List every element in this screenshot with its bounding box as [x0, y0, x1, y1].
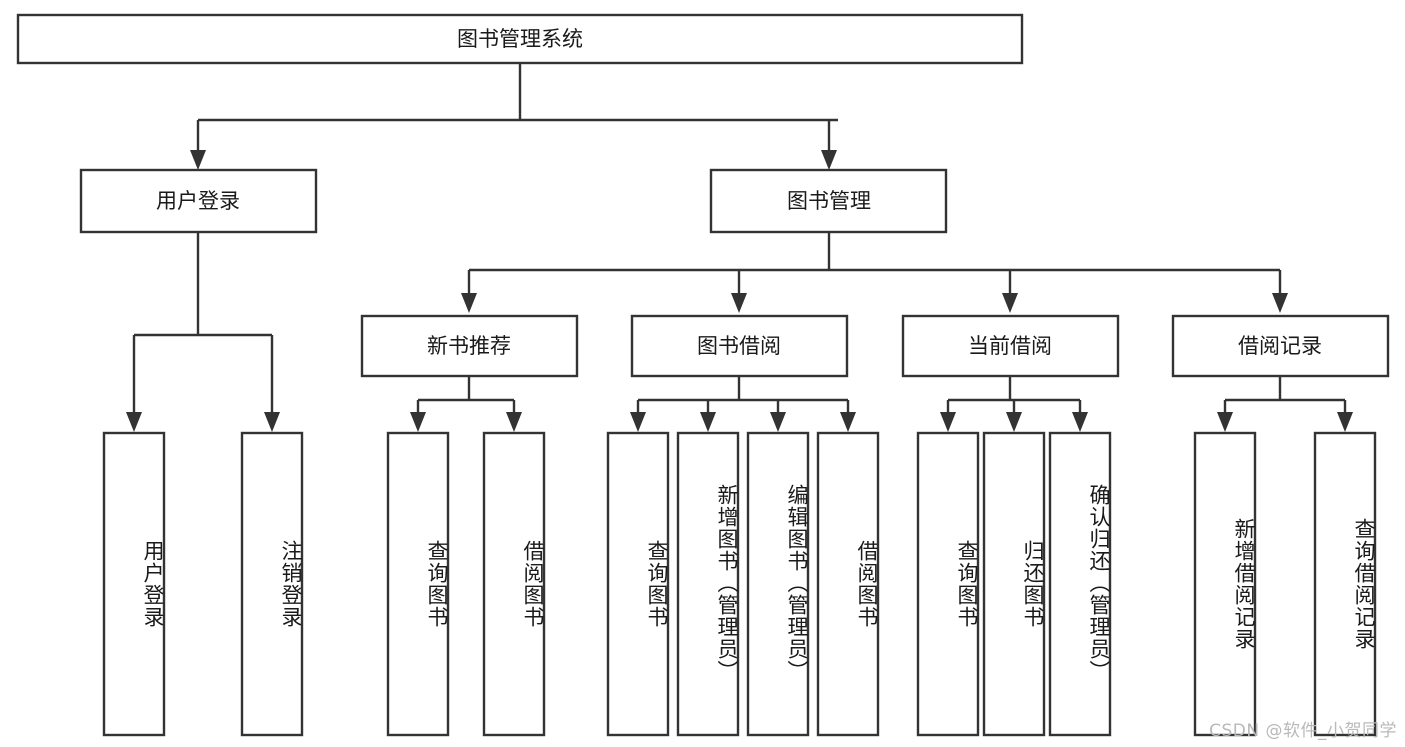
- node-user-login-label: 用户登录: [156, 189, 240, 213]
- arrow-leaf-nb-1: [410, 412, 426, 432]
- leaf-box-cb-confirm-return[interactable]: [1048, 431, 1112, 737]
- connectors-bookborrow-to-leaves: [630, 377, 856, 432]
- node-book-borrow-label: 图书借阅: [697, 334, 781, 358]
- arrow-leaf-bb-4: [840, 412, 856, 432]
- node-new-book-recommend[interactable]: [360, 314, 579, 378]
- arrow-newbook: [461, 293, 477, 313]
- arrow-leaf-cb-1: [940, 412, 956, 432]
- csdn-watermark: CSDN @软件_小贺同学: [1209, 721, 1397, 741]
- leaf-box-nb-query-book[interactable]: [386, 431, 450, 737]
- arrow-leaf-rec-1: [1217, 412, 1233, 432]
- node-new-book-recommend-label: 新书推荐: [427, 334, 511, 358]
- connectors-userlogin-to-leaves: [126, 232, 280, 432]
- node-user-login[interactable]: [79, 168, 318, 234]
- leaf-box-cb-query-book[interactable]: [916, 431, 980, 737]
- arrow-leaf-nb-2: [506, 412, 522, 432]
- leaf-box-nb-borrow-book[interactable]: [482, 431, 546, 737]
- node-current-borrow[interactable]: [901, 314, 1120, 378]
- connectors-records-to-leaves: [1217, 377, 1353, 432]
- node-borrow-records-label: 借阅记录: [1238, 334, 1322, 358]
- node-current-borrow-label: 当前借阅: [968, 334, 1052, 358]
- arrow-leaf-rec-2: [1337, 412, 1353, 432]
- node-root-label: 图书管理系统: [457, 27, 583, 51]
- arrow-leaf-cb-2: [1006, 412, 1022, 432]
- leaf-box-bb-borrow-book[interactable]: [816, 431, 880, 737]
- arrow-to-book-manage: [821, 150, 837, 170]
- connectors-currentborrow-to-leaves: [940, 377, 1088, 432]
- leaf-box-logout[interactable]: [240, 431, 304, 737]
- arrow-to-user-login: [190, 150, 206, 170]
- leaf-box-rec-query-record[interactable]: [1313, 431, 1377, 737]
- arrow-bookborrow: [731, 293, 747, 313]
- leaf-box-cb-return-book[interactable]: [982, 431, 1046, 737]
- arrow-currentborrow: [1002, 293, 1018, 313]
- node-root-book-management-system[interactable]: [16, 13, 1024, 65]
- arrow-leaf-bb-3: [770, 412, 786, 432]
- arrow-leaf-logout: [264, 412, 280, 432]
- arrow-leaf-user-login: [126, 412, 142, 432]
- leaf-box-bb-query-book[interactable]: [606, 431, 670, 737]
- node-book-management-label: 图书管理: [787, 189, 871, 213]
- leaf-box-rec-add-record[interactable]: [1193, 431, 1257, 737]
- node-borrow-records[interactable]: [1171, 314, 1390, 378]
- arrow-leaf-bb-2: [700, 412, 716, 432]
- arrow-leaf-bb-1: [630, 412, 646, 432]
- leaf-box-bb-add-book[interactable]: [676, 431, 740, 737]
- node-book-management[interactable]: [709, 168, 948, 234]
- connectors-root-to-level2: [190, 63, 838, 170]
- arrow-records: [1272, 293, 1288, 313]
- node-book-borrow[interactable]: [630, 314, 849, 378]
- connectors-bookmanage-to-level3: [461, 232, 1288, 313]
- arrow-leaf-cb-3: [1072, 412, 1088, 432]
- leaf-box-bb-edit-book[interactable]: [746, 431, 810, 737]
- connectors-newbook-to-leaves: [410, 377, 522, 432]
- leaf-box-user-login[interactable]: [102, 431, 166, 737]
